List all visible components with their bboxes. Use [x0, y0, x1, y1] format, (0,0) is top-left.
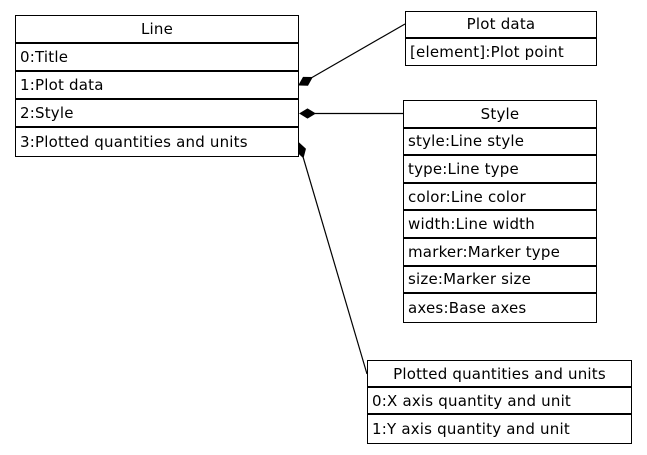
- composition-diamond-icon: [298, 76, 313, 86]
- node-style-row-type: type:Line type: [404, 156, 596, 184]
- node-style-row-style: style:Line style: [404, 129, 596, 157]
- node-line-row-title: 0:Title: [16, 44, 298, 72]
- edge-line-to-plotted-quantities: [296, 142, 368, 375]
- node-plotted-quantities: Plotted quantities and units 0:X axis qu…: [367, 360, 632, 444]
- node-style-row-size: size:Marker size: [404, 267, 596, 295]
- node-style-row-axes: axes:Base axes: [408, 298, 527, 317]
- node-line-title: Line: [16, 16, 298, 44]
- node-plot-data-row-element: [element]:Plot point: [410, 42, 564, 61]
- node-line-row-plotted-quantities: 3:Plotted quantities and units: [20, 133, 248, 151]
- node-line-row-style: 2:Style: [16, 100, 298, 128]
- edge-line-to-style: [299, 108, 403, 119]
- node-line: Line 0:Title 1:Plot data 2:Style 3:Plott…: [15, 15, 299, 157]
- node-plotted-quantities-row-y: 1:Y axis quantity and unit: [372, 419, 570, 438]
- node-style: Style style:Line style type:Line type co…: [403, 100, 597, 323]
- node-style-title: Style: [404, 101, 596, 129]
- composition-diamond-icon: [299, 108, 316, 119]
- node-plot-data-title: Plot data: [406, 12, 596, 39]
- edge-line-to-plot-data: [298, 23, 406, 86]
- node-plotted-quantities-title: Plotted quantities and units: [368, 361, 631, 389]
- node-style-row-color: color:Line color: [404, 184, 596, 212]
- node-line-row-plot-data: 1:Plot data: [16, 72, 298, 100]
- node-style-row-marker: marker:Marker type: [404, 239, 596, 267]
- node-plot-data: Plot data [element]:Plot point: [405, 11, 597, 66]
- node-plotted-quantities-row-x: 0:X axis quantity and unit: [368, 388, 631, 416]
- node-style-row-width: width:Line width: [404, 211, 596, 239]
